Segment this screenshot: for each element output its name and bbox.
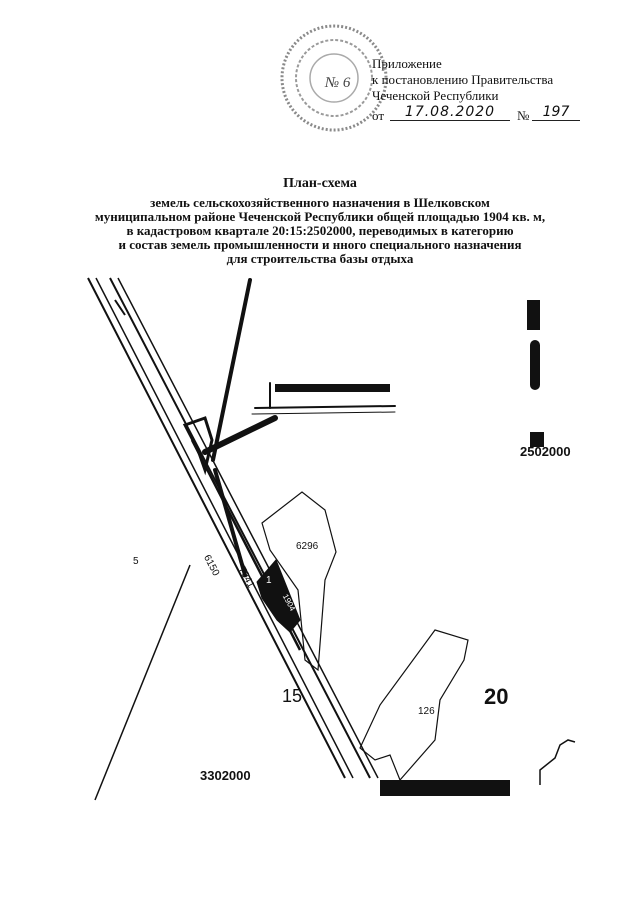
access-road — [211, 278, 252, 462]
road-label: 6150 — [201, 553, 222, 578]
road-edge — [117, 277, 379, 779]
subtitle-line: муниципальном районе Чеченской Республик… — [94, 209, 546, 224]
subtitle-line: для строительства базы отдыха — [226, 251, 414, 266]
appendix-line: к постановлению Правительства — [372, 72, 554, 87]
target-plot-area: 1904 — [280, 592, 298, 613]
boundary-line — [94, 564, 191, 801]
official-stamp — [280, 24, 388, 132]
road-edge — [95, 277, 354, 779]
plot-6296 — [261, 491, 337, 672]
plot-label: 6296 — [296, 541, 319, 552]
date-prefix: от — [372, 108, 385, 123]
access-road — [202, 415, 278, 455]
access-road — [254, 405, 396, 409]
access-road — [182, 416, 214, 476]
subtitle-line: и состав земель промышленности и нного с… — [118, 237, 522, 252]
plot-label: 5 — [133, 556, 139, 567]
access-road — [251, 411, 396, 415]
building-outline — [539, 739, 576, 785]
page-title: План-схема — [283, 176, 357, 191]
number-prefix: № — [517, 108, 530, 123]
resolution-date: 17.08.2020 — [390, 104, 510, 121]
street-bar — [380, 780, 510, 796]
district-label: 15 — [282, 686, 303, 706]
page-subtitle: земель сельскохозяйственного назначения … — [40, 196, 600, 266]
appendix-line: Чеченской Республики — [372, 88, 499, 103]
road-edge — [190, 439, 302, 651]
subtitle-line: земель сельскохозяйственного назначения … — [150, 195, 490, 210]
target-plot — [256, 559, 301, 633]
appendix-line: Приложение — [372, 56, 442, 71]
subtitle-line: в кадастровом квартале 20:15:2502000, пе… — [126, 223, 514, 238]
district-label: 20 — [484, 684, 509, 709]
plot-126 — [359, 629, 469, 782]
road-label: 7041 — [236, 565, 257, 590]
road-edge — [87, 277, 346, 779]
north-mark — [527, 300, 540, 330]
stamp-number: № 6 — [325, 75, 351, 91]
boundary-line — [114, 299, 126, 316]
plot-label: 126 — [418, 706, 435, 717]
resolution-number: 197 — [532, 104, 580, 121]
north-mark — [530, 340, 540, 390]
quarter-label: 2502000 — [520, 444, 571, 459]
road-edge — [109, 277, 371, 779]
quarter-label: 3302000 — [200, 768, 251, 783]
target-plot-label: 1 — [266, 575, 272, 586]
access-road — [213, 468, 247, 577]
appendix-block: Приложение к постановлению Правительства… — [372, 56, 580, 126]
resolution-reference: от 17.08.2020 № 197 — [372, 104, 580, 126]
